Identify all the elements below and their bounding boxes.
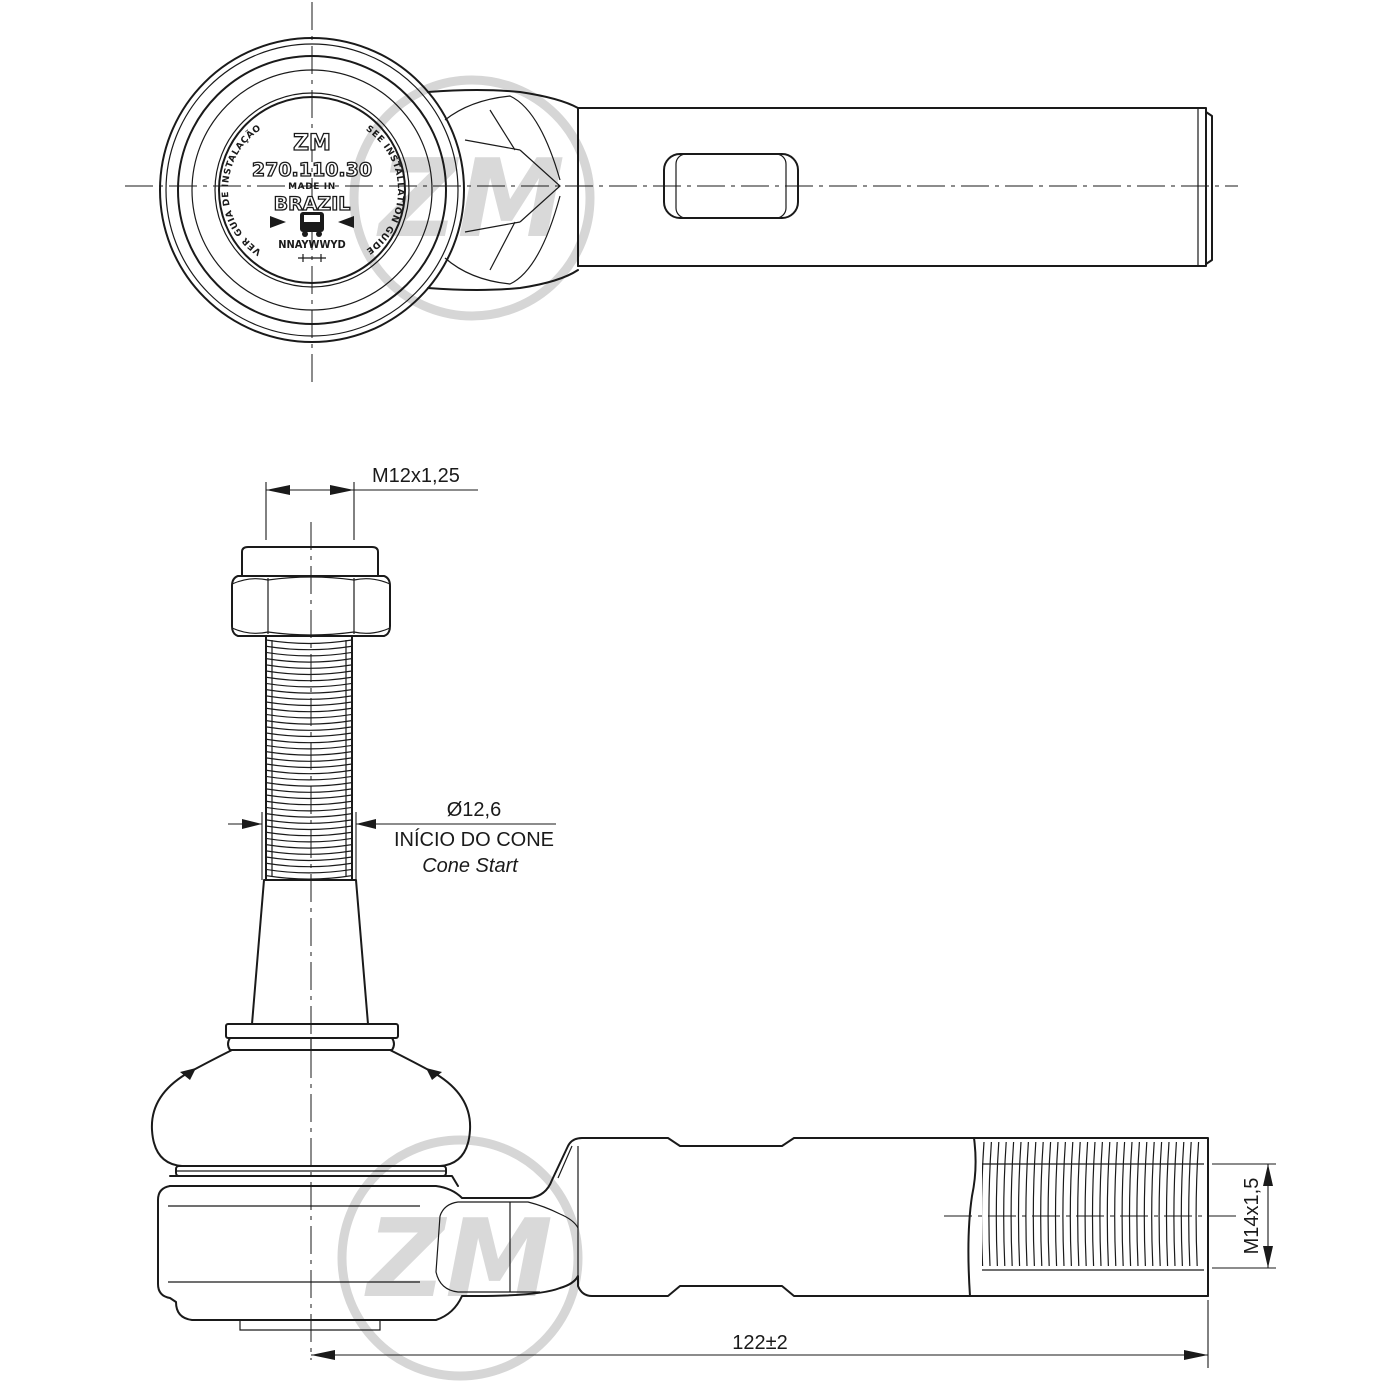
stamp-marking: VER GUIA DE INSTALAÇÃO SEE INSTALLATION … <box>221 123 404 262</box>
watermark-top: ZM <box>349 75 595 321</box>
label-stud-thread: M12x1,25 <box>372 465 460 487</box>
stamp-country: BRAZIL <box>274 193 351 215</box>
stamp-face-circle <box>218 96 406 284</box>
label-overall-length: 122±2 <box>732 1332 787 1354</box>
stamp-date-code: NNAYWWYD <box>278 238 346 251</box>
dim-overall-length: 122±2 <box>311 1300 1209 1368</box>
neck-lower-edge <box>427 269 579 291</box>
housing-outer-circle <box>159 37 465 343</box>
dust-boot <box>150 1049 472 1187</box>
watermark-text-top: ZM <box>376 137 565 262</box>
watermark-bottom: ZM <box>337 1135 583 1381</box>
stamp-part-number: 270.110.30 <box>252 159 372 181</box>
dim-rod-thread: M14x1,5 <box>1212 1163 1276 1269</box>
castle-nut <box>231 546 391 637</box>
label-rod-thread: M14x1,5 <box>1241 1178 1263 1255</box>
label-cone-start-pt: INÍCIO DO CONE <box>394 828 554 851</box>
tie-rod-shaft-top <box>577 107 1207 267</box>
stamp-made-in: MADE IN <box>288 182 336 192</box>
collar <box>225 1023 399 1051</box>
neck-upper-edge <box>427 89 579 109</box>
dim-cone-diameter: Ø12,6 INÍCIO DO CONE Cone Start <box>228 799 556 880</box>
dim-stud-thread: M12x1,25 <box>265 465 478 540</box>
tie-rod-body <box>435 1137 1209 1297</box>
ball-housing <box>157 1185 531 1331</box>
stamp-brand: ZM <box>293 131 331 156</box>
label-cone-start-en: Cone Start <box>422 855 519 877</box>
label-cone-diameter: Ø12,6 <box>447 799 501 821</box>
cone-section <box>251 879 369 1025</box>
side-view: M12x1,25 Ø12,6 INÍCIO DO CONE Cone Start… <box>150 465 1276 1368</box>
truck-symbol-icon <box>270 212 354 237</box>
stamp-wrench-icon <box>298 254 326 262</box>
top-view: VER GUIA DE INSTALAÇÃO SEE INSTALLATION … <box>125 2 1238 382</box>
rod-end-chamfer <box>1205 111 1213 265</box>
threaded-stud <box>265 635 353 881</box>
